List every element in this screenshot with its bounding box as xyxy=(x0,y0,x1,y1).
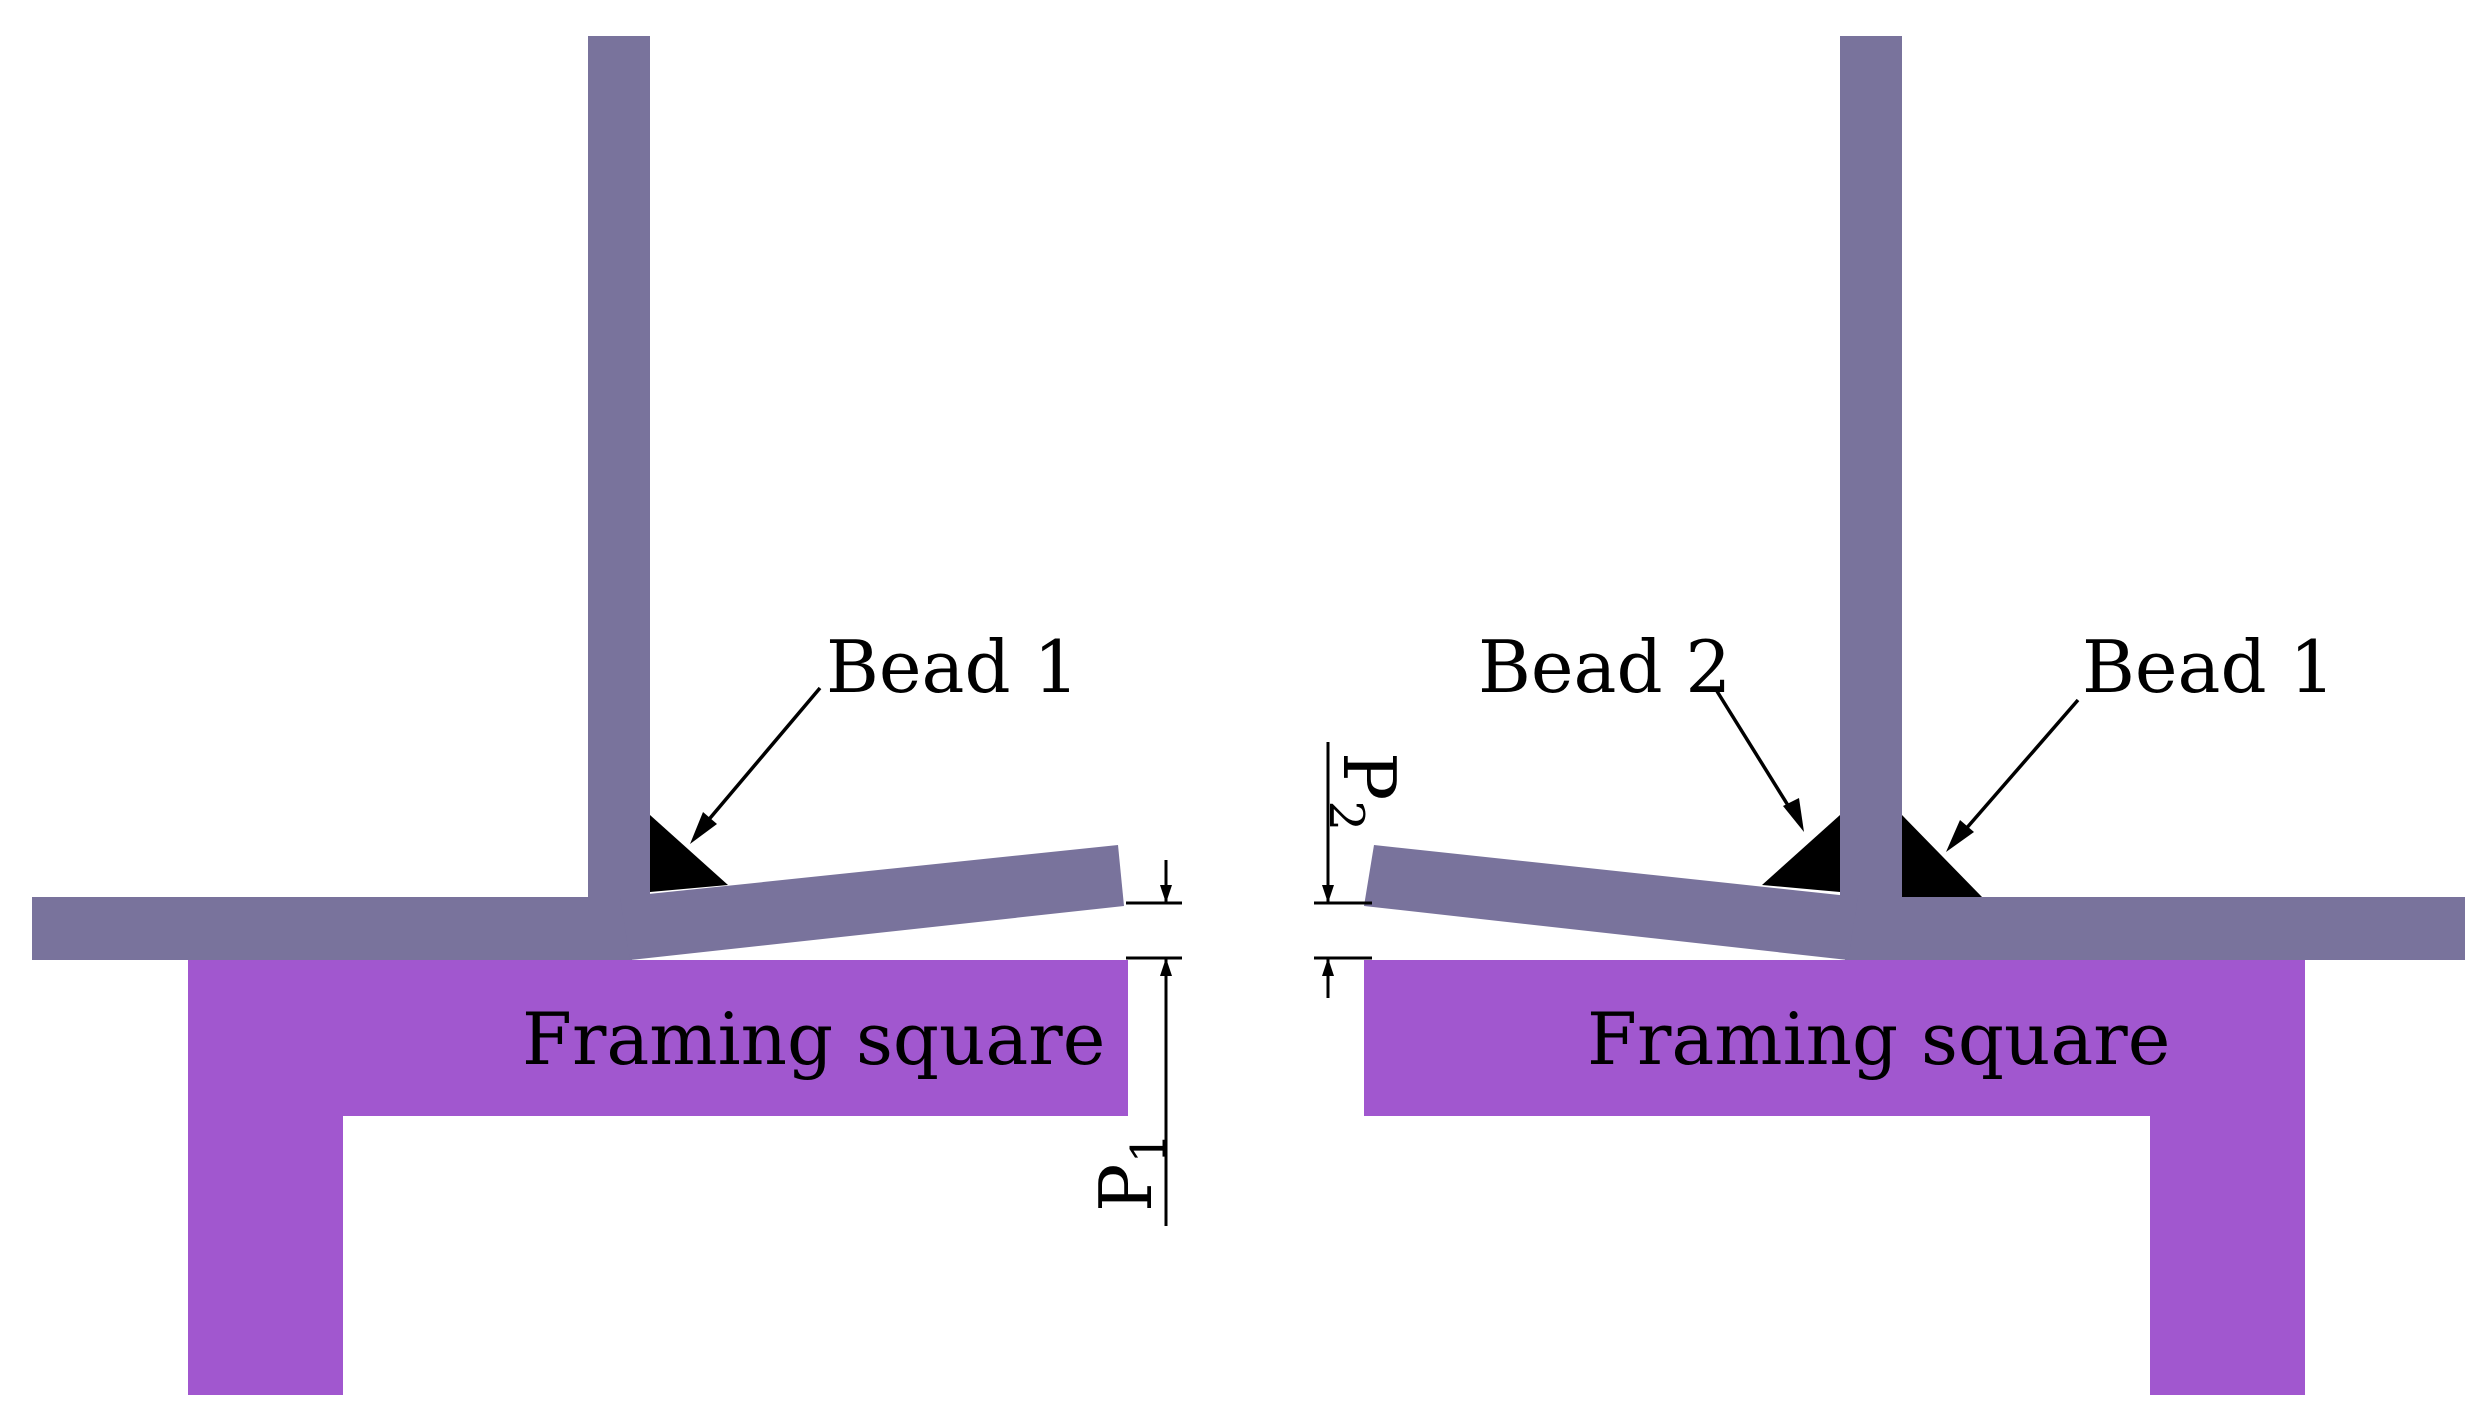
right-dim-p2-arrow-top xyxy=(1322,885,1334,903)
left-framing-square-label: Framing square xyxy=(522,997,1105,1081)
right-bead-1-label: Bead 1 xyxy=(2082,625,2335,709)
right-vertical-web xyxy=(1840,36,1902,898)
left-panel: Bead 1 Framing square P1 xyxy=(32,36,1182,1395)
right-bead-2-label: Bead 2 xyxy=(1478,625,1731,709)
right-weld-bead-2 xyxy=(1762,815,1840,892)
left-bead-1-leader xyxy=(698,686,822,832)
left-vertical-web xyxy=(588,36,650,898)
left-dim-p1-letter: P xyxy=(1084,1164,1168,1212)
left-dim-p1-label: P1 xyxy=(1084,1133,1177,1212)
left-dim-p1-arrow-bottom xyxy=(1160,958,1172,976)
right-bead-1-leader xyxy=(1956,698,2080,840)
left-weld-bead-1 xyxy=(650,815,728,892)
right-bead-1-arrowhead xyxy=(1946,820,1974,852)
left-bead-1-arrowhead xyxy=(690,812,717,844)
left-dim-p1-subscript: 1 xyxy=(1121,1133,1177,1164)
right-dim-p2-subscript: 2 xyxy=(1318,800,1374,831)
right-dim-p2-arrow-bottom xyxy=(1322,958,1334,976)
right-dim-p2-label: P2 xyxy=(1318,752,1411,831)
right-framing-square xyxy=(1364,960,2305,1395)
right-bent-flange xyxy=(1364,845,1858,960)
left-bead-1-label: Bead 1 xyxy=(826,625,1079,709)
right-bead-2-arrowhead xyxy=(1783,798,1804,832)
right-bead-2-leader xyxy=(1713,687,1796,816)
left-framing-square xyxy=(188,960,1128,1395)
right-framing-square-label: Framing square xyxy=(1587,997,2170,1081)
left-base-plate xyxy=(32,897,632,960)
right-base-plate xyxy=(1845,897,2465,960)
left-bent-flange xyxy=(620,845,1124,960)
left-dimension-p1: P1 xyxy=(1084,860,1182,1226)
left-dim-p1-arrow-top xyxy=(1160,885,1172,903)
right-weld-bead-1 xyxy=(1902,815,1982,897)
right-dimension-p2: P2 xyxy=(1314,742,1411,998)
right-panel: Bead 2 Bead 1 Framing square P2 xyxy=(1314,36,2465,1395)
right-dim-p2-letter: P xyxy=(1327,752,1411,800)
